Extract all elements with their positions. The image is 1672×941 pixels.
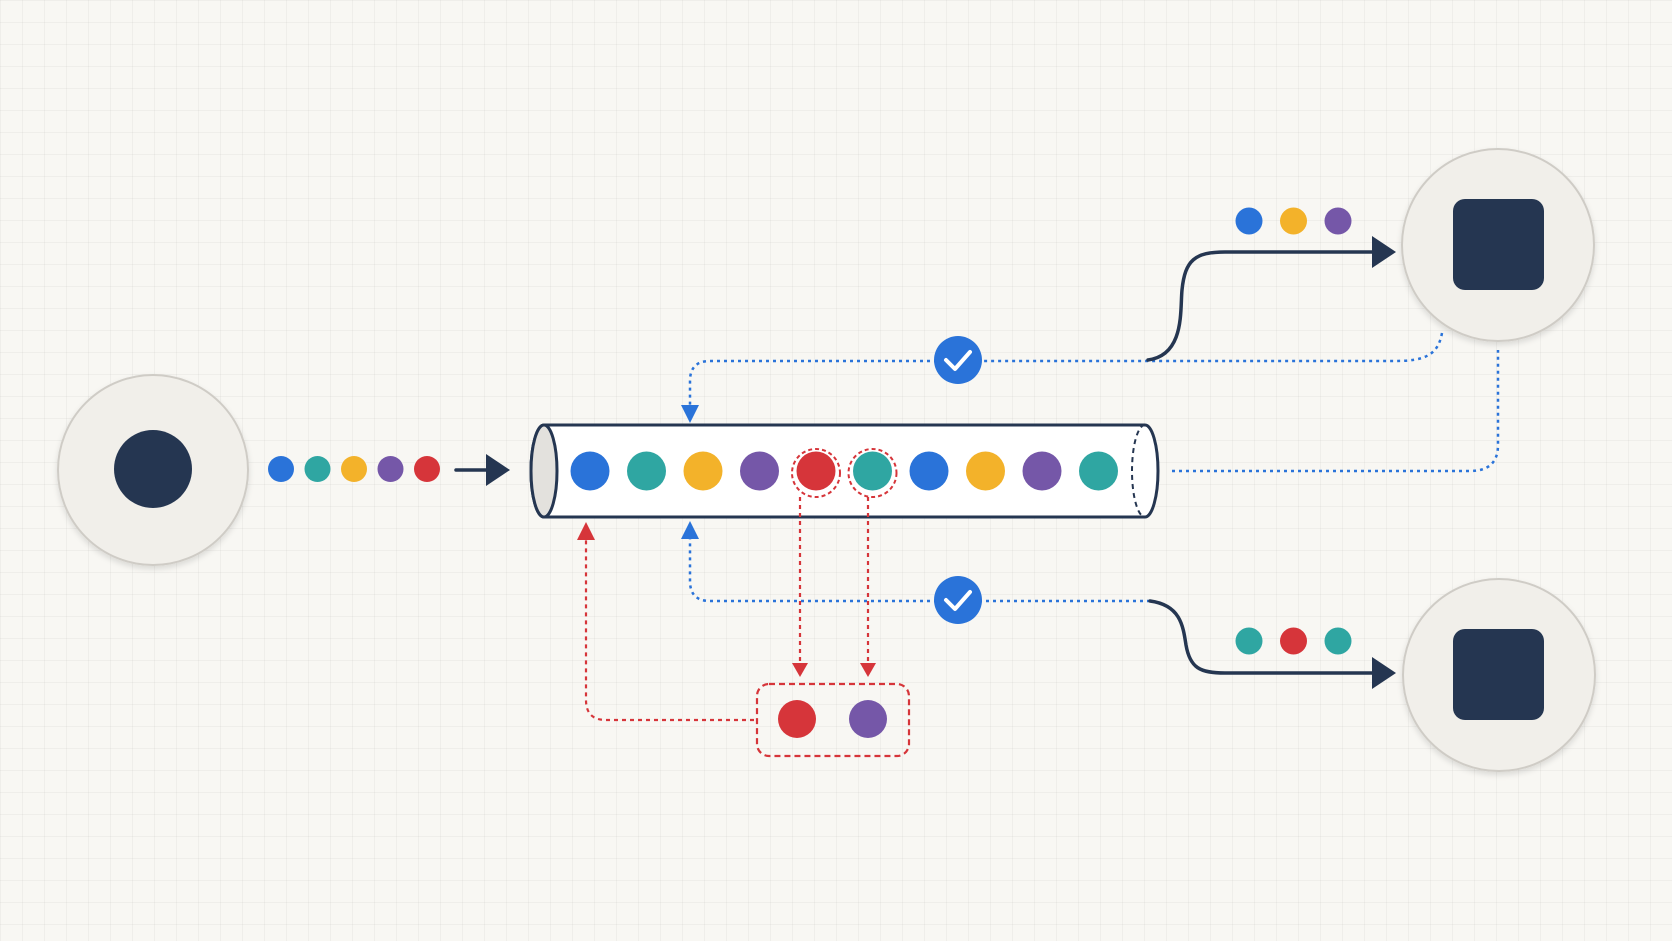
queue-message-blue: [909, 451, 949, 491]
filled-square-icon: [1453, 199, 1544, 290]
delivered-message-purple: [1324, 207, 1352, 235]
retry-buffer-box: [755, 682, 911, 758]
delivered-message-yellow: [1280, 207, 1307, 235]
delivery-path-bottom: [1148, 599, 1396, 689]
delivered-message-blue: [1235, 207, 1263, 235]
retry-messages: [778, 700, 887, 738]
retry-message-purple: [849, 700, 887, 738]
filled-circle-icon: [114, 430, 192, 508]
producer-node: [57, 374, 249, 566]
consumer-node-top: [1401, 148, 1595, 342]
ack-arrowhead-top: [681, 405, 699, 423]
filled-square-icon: [1453, 629, 1544, 720]
failed-message-highlight: [847, 448, 898, 498]
retry-paths: [577, 497, 876, 722]
consumer-node-bottom: [1402, 578, 1596, 772]
queue-message-purple: [740, 451, 779, 491]
delivered-message-teal: [1235, 627, 1263, 655]
retry-arrowhead: [577, 522, 595, 540]
ack-arrowhead-bottom: [681, 521, 699, 539]
message-dot-blue: [268, 456, 294, 482]
retry-message-red: [778, 700, 816, 738]
queue-message-teal: [1079, 451, 1118, 491]
queue-body: [529, 423, 1160, 519]
retry-buffer: [755, 682, 911, 758]
delivered-message-teal: [1324, 627, 1352, 655]
queue-message-teal: [853, 451, 892, 491]
queue-message-red: [796, 451, 836, 491]
queue-to-consumer-dotted-path: [1172, 350, 1500, 473]
message-dot-purple: [377, 456, 404, 482]
delivered-messages-bottom: [1235, 627, 1352, 655]
delivered-messages-top: [1235, 207, 1352, 235]
message-dot-red: [414, 456, 440, 482]
queue-highlights: [791, 448, 898, 498]
delivered-message-red: [1280, 627, 1307, 655]
producer-to-queue-arrow: [454, 454, 510, 486]
queue-message-yellow: [683, 451, 723, 491]
incoming-messages: [268, 456, 440, 482]
queue-message-teal: [627, 451, 666, 491]
queue-end-left: [529, 423, 559, 519]
queue-end-right: [1131, 424, 1146, 518]
queue-message-yellow: [966, 451, 1005, 491]
queue-message-blue: [570, 451, 610, 491]
ack-path-bottom: [681, 521, 1150, 603]
ack-path-top: [681, 332, 1444, 423]
check-circle-icon: [934, 576, 982, 624]
queue-messages: [570, 451, 1118, 491]
message-dot-teal: [304, 456, 331, 482]
delivery-path-top: [1146, 236, 1396, 362]
failed-message-highlight: [791, 448, 841, 498]
message-dot-yellow: [341, 456, 367, 482]
message-queue: [529, 423, 1160, 519]
check-circle-icon: [934, 336, 982, 384]
queue-message-purple: [1022, 451, 1062, 491]
